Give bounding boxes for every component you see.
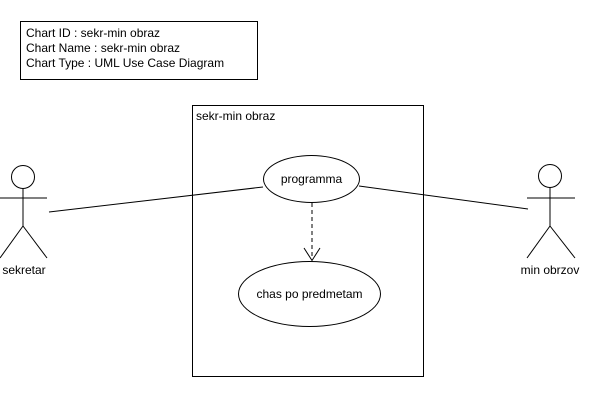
chart-name-line: Chart Name : sekr-min obraz [26,41,181,55]
use-case-programma[interactable]: programma [263,155,360,203]
use-case-label: programma [280,172,343,186]
actor-right-leg [22,225,48,259]
system-boundary-box[interactable]: sekr-min obraz [192,105,424,377]
actor-head [538,164,562,188]
association-line-sekretar-programma [48,186,264,213]
use-case-label: chas po predmetam [256,287,363,301]
use-case-chas-po-predmetam[interactable]: chas po predmetam [238,261,381,327]
chart-type-line: Chart Type : UML Use Case Diagram [26,56,225,70]
actor-head [11,165,35,189]
actor-figure-sekretar[interactable] [0,165,48,259]
chart-id-line: Chart ID : sekr-min obraz [26,26,161,40]
actor-label-min-obrzov: min obrzov [520,263,580,277]
actor-label-sekretar: sekretar [2,263,46,277]
actor-right-leg [549,225,576,259]
chart-info-box: Chart ID : sekr-min obraz Chart Name : s… [20,21,258,80]
actor-left-leg [526,225,551,259]
actor-left-leg [0,225,24,259]
actor-figure-min-obrzov[interactable] [526,164,576,259]
association-line-minobrzov-programma [358,185,529,210]
system-boundary-label: sekr-min obraz [196,109,276,123]
dashed-dependency-arrow [303,203,321,262]
